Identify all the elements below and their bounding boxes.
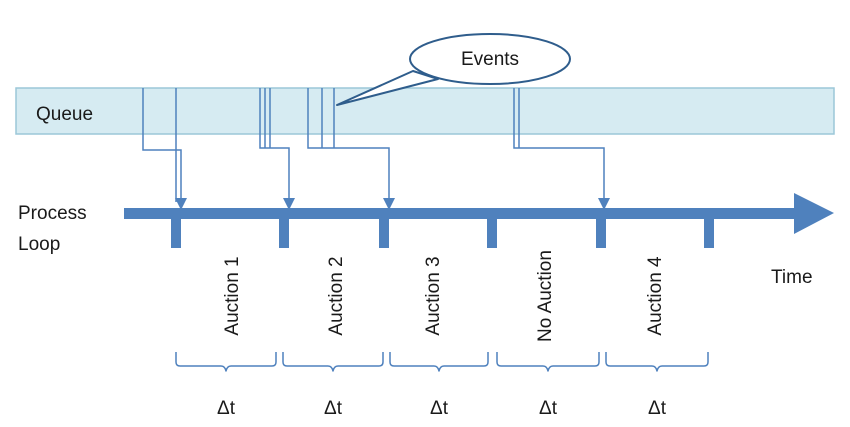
arrowhead <box>175 198 187 210</box>
interval-label: Auction 1 <box>222 256 243 335</box>
interval-brace <box>389 352 489 372</box>
interval-braces <box>175 352 709 372</box>
loop-tick <box>596 208 606 248</box>
delta-label: Δt <box>539 398 558 419</box>
process-label-line1: Process <box>18 203 87 224</box>
arrowhead <box>598 198 610 210</box>
interval-label: Auction 4 <box>645 256 666 336</box>
callout-bubble <box>409 33 571 85</box>
queue-bar <box>15 87 835 135</box>
interval-labels: Auction 1 Auction 2 Auction 3 No Auction… <box>222 250 666 342</box>
delta-label: Δt <box>324 398 343 419</box>
interval-label: Auction 3 <box>423 256 444 335</box>
loop-arrowhead <box>794 193 834 234</box>
delta-label: Δt <box>430 398 449 419</box>
loop-tick <box>487 208 497 248</box>
queue-label: Queue <box>36 104 93 125</box>
interval-label: No Auction <box>535 250 556 342</box>
loop-tick <box>704 208 714 248</box>
interval-label: Auction 2 <box>326 256 347 335</box>
arrowhead <box>283 198 295 210</box>
event-lines <box>142 88 605 202</box>
delta-labels: Δt Δt Δt Δt Δt <box>217 398 667 419</box>
process-label-line2: Loop <box>18 234 60 255</box>
arrowhead <box>383 198 395 210</box>
event-line <box>259 88 290 202</box>
delta-label: Δt <box>648 398 667 419</box>
interval-brace <box>605 352 709 372</box>
event-line <box>142 88 182 202</box>
process-loop <box>124 193 834 248</box>
interval-brace <box>175 352 277 372</box>
loop-tick <box>279 208 289 248</box>
interval-brace <box>496 352 600 372</box>
callout-label: Events <box>461 49 519 70</box>
interval-brace <box>282 352 384 372</box>
events-callout: Events <box>336 33 571 106</box>
time-label: Time <box>771 267 813 288</box>
event-arrowheads <box>175 198 610 210</box>
callout-pointer <box>336 70 439 106</box>
event-line <box>307 88 390 202</box>
loop-line <box>124 208 800 219</box>
loop-tick <box>379 208 389 248</box>
event-line <box>513 88 605 202</box>
delta-label: Δt <box>217 398 236 419</box>
loop-tick <box>171 208 181 248</box>
